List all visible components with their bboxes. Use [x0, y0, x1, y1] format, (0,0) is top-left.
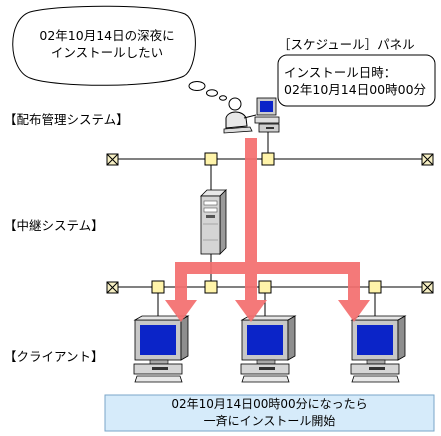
client-pc-2	[240, 315, 297, 383]
relay-server-icon	[200, 189, 227, 255]
arrow-stem-left	[175, 274, 187, 302]
thought-bubble-dot-large	[188, 81, 206, 91]
client-pc-1	[133, 315, 190, 383]
arrow-head-left	[165, 300, 197, 322]
arrow-head-right	[338, 300, 370, 322]
arrow-stem-right	[348, 274, 360, 302]
terminator-right-top	[421, 153, 434, 166]
footer-note-text: 02年10月14日00時00分になったら 一斉にインストール開始	[105, 396, 434, 430]
arrow-trunk	[245, 138, 257, 262]
node-client-3	[368, 280, 382, 294]
terminator-left-bottom	[106, 281, 119, 294]
schedule-panel-text: インストール日時： 02年10月14日00時00分	[284, 64, 426, 98]
arrow-head-center	[235, 300, 267, 322]
thought-bubble	[12, 5, 227, 101]
thought-bubble-cloud	[12, 5, 196, 86]
node-relay-top	[204, 152, 218, 166]
admin-pc-icon	[254, 97, 280, 133]
terminator-right-bottom	[421, 281, 434, 294]
schedule-panel-line-2: 02年10月14日00時00分	[284, 82, 427, 97]
thought-bubble-line-2: インストールしたい	[50, 45, 164, 60]
thought-bubble-line-1: 02年10月14日の深夜に	[39, 28, 175, 43]
footer-note-line-1: 02年10月14日00時00分になったら	[171, 397, 368, 411]
schedule-panel-title: ［スケジュール］パネル	[278, 37, 415, 52]
arrow-stem-center	[245, 274, 257, 302]
arrow-crossbar	[175, 262, 360, 274]
terminator-left-top	[106, 153, 119, 166]
footer-note-line-2: 一斉にインストール開始	[203, 414, 336, 428]
node-client-1	[151, 280, 165, 294]
thought-bubble-text: 02年10月14日の深夜に インストールしたい	[22, 27, 192, 61]
schedule-panel-box	[277, 54, 436, 107]
thought-bubble-dot-medium	[206, 89, 218, 97]
schedule-panel-line-1: インストール日時：	[284, 65, 397, 80]
layer-label-management: 【配布管理システム】	[4, 112, 129, 127]
administrator-icon	[223, 97, 257, 134]
thought-bubble-dot-small	[219, 95, 227, 101]
distribution-arrows	[165, 138, 370, 322]
layer-label-relay: 【中継システム】	[4, 218, 104, 233]
node-admin-top	[261, 152, 275, 166]
node-relay-bottom	[204, 280, 218, 294]
footer-note-box	[104, 394, 435, 432]
node-client-2	[258, 280, 272, 294]
layer-label-client: 【クライアント】	[4, 349, 104, 364]
client-pc-3	[350, 315, 407, 383]
